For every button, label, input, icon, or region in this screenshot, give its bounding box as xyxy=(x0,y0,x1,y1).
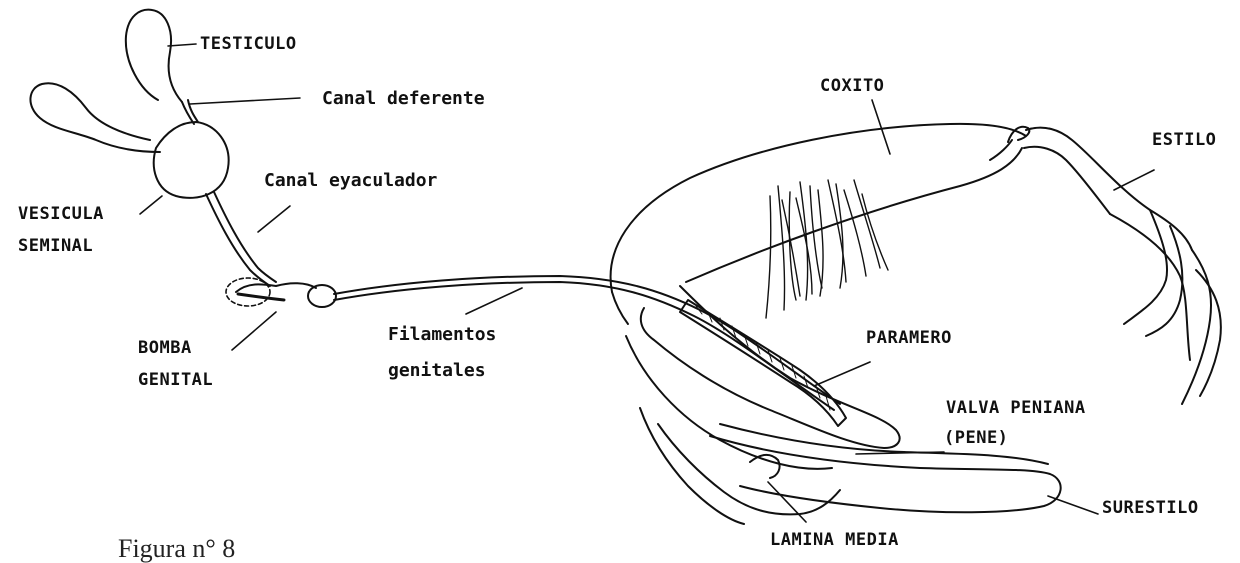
label-vesicula: VESICULA xyxy=(18,206,104,223)
testicle-left-drawing xyxy=(30,83,160,152)
label-surestilo: SURESTILO xyxy=(1102,500,1199,517)
label-coxito: COXITO xyxy=(820,78,884,95)
label-testiculo: TESTICULO xyxy=(200,36,297,53)
label-lamina-media: LAMINA MEDIA xyxy=(770,532,899,549)
label-genital: GENITAL xyxy=(138,372,213,389)
label-canal-eyaculador: Canal eyaculador xyxy=(264,172,437,190)
label-filamentos: Filamentos xyxy=(388,326,496,344)
label-genitales: genitales xyxy=(388,362,486,380)
genital-pump-body xyxy=(236,283,316,292)
genital-pump-dashed-outline xyxy=(226,278,270,306)
coxite-bristles xyxy=(766,180,888,318)
label-bomba: BOMBA xyxy=(138,340,192,357)
penis-valve-sheath xyxy=(626,336,832,469)
label-valva-peniana: VALVA PENIANA xyxy=(946,400,1086,417)
style-claw xyxy=(1110,214,1190,360)
label-seminal: SEMINAL xyxy=(18,238,93,255)
genital-pump-bulb xyxy=(308,285,336,307)
label-estilo: ESTILO xyxy=(1152,132,1216,149)
label-paramero: PARAMERO xyxy=(866,330,952,347)
figure-caption: Figura n° 8 xyxy=(118,536,235,562)
paramere-drawing xyxy=(641,286,900,448)
coxite-inner-line xyxy=(686,148,1022,282)
label-canal-deferente: Canal deferente xyxy=(322,90,485,108)
seminal-vesicle-drawing xyxy=(154,122,229,198)
label-pene: (PENE) xyxy=(944,430,1008,447)
testicle-upper-drawing xyxy=(126,10,182,102)
